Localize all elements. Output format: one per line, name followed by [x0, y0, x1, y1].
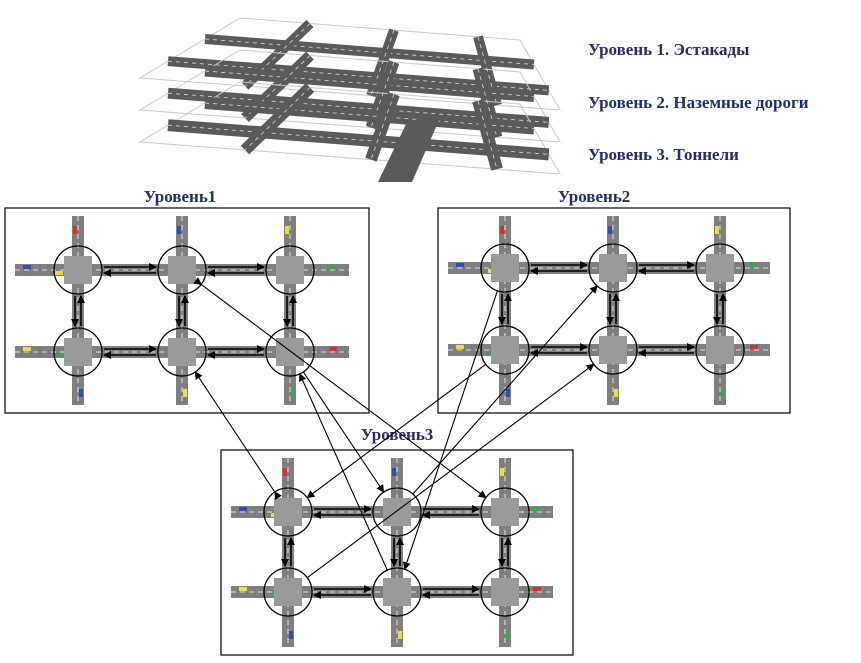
car-icon — [533, 507, 541, 511]
intersection-area — [274, 498, 302, 526]
intersection-circle-icon — [695, 243, 745, 293]
intersection-area — [383, 578, 411, 606]
car-icon — [398, 631, 402, 639]
intersection-area — [491, 254, 519, 282]
intersection-area — [491, 498, 519, 526]
intersection-circle-icon — [695, 325, 745, 375]
car-icon — [506, 389, 510, 397]
car-icon — [392, 468, 396, 476]
panel-level-1 — [4, 207, 370, 414]
intersection-area — [599, 336, 627, 364]
intersection-area — [274, 578, 302, 606]
intersection-area — [706, 254, 734, 282]
panel-title-level-1: Уровень1 — [144, 187, 217, 206]
car-icon — [79, 389, 83, 397]
perspective-lane-mark — [204, 38, 535, 65]
inter-level-arrow — [298, 373, 388, 571]
intersection-area — [599, 254, 627, 282]
intersection-circle-icon — [480, 567, 530, 617]
car-icon — [614, 389, 618, 397]
car-icon — [73, 226, 77, 234]
car-icon — [456, 345, 464, 349]
car-icon — [289, 631, 293, 639]
car-icon — [329, 265, 337, 269]
inter-level-arrow — [306, 363, 487, 499]
intersection-circle-icon — [588, 243, 638, 293]
perspective-road-ramp — [378, 118, 440, 182]
car-icon — [608, 226, 612, 234]
car-icon — [55, 271, 63, 275]
intersection-circle-icon — [372, 567, 422, 617]
car-icon — [291, 389, 295, 397]
car-icon — [285, 226, 289, 234]
car-icon — [239, 587, 247, 591]
car-icon — [55, 353, 63, 357]
intersection-circle-icon — [157, 245, 207, 295]
intersection-area — [706, 336, 734, 364]
intersection-area — [64, 256, 92, 284]
intersection-circle-icon — [263, 567, 313, 617]
panel-title-level-2: Уровень2 — [558, 187, 631, 206]
car-icon — [715, 226, 719, 234]
car-icon — [23, 265, 31, 269]
car-icon — [177, 226, 181, 234]
intersection-area — [383, 498, 411, 526]
legend-level-2: Уровень 2. Наземные дороги — [588, 93, 809, 112]
legend-level-1: Уровень 1. Эстакады — [588, 40, 749, 59]
intersection-circle-icon — [480, 243, 530, 293]
inter-level-arrow — [194, 371, 282, 501]
legend-level-3: Уровень 3. Тоннели — [588, 145, 739, 164]
intersection-circle-icon — [480, 487, 530, 537]
intersection-circle-icon — [588, 325, 638, 375]
plane-level-3 — [138, 81, 561, 175]
perspective-lane-mark — [244, 87, 311, 151]
intersection-area — [276, 338, 304, 366]
intersection-area — [168, 338, 196, 366]
intersection-area — [168, 256, 196, 284]
intersection-circle-icon — [53, 327, 103, 377]
inter-level-arrow — [302, 371, 385, 493]
car-icon — [183, 389, 187, 397]
intersection-area — [64, 338, 92, 366]
stacked-levels-illustration — [138, 17, 561, 182]
car-icon — [23, 347, 31, 351]
inter-level-links — [193, 276, 598, 579]
car-icon — [750, 263, 758, 267]
panel-level-2 — [437, 207, 791, 414]
car-icon — [329, 347, 337, 351]
car-icon — [533, 587, 541, 591]
car-icon — [721, 389, 725, 397]
car-icon — [750, 345, 758, 349]
inter-level-arrow — [412, 285, 598, 495]
car-icon — [500, 468, 504, 476]
car-icon — [239, 507, 247, 511]
car-icon — [506, 631, 510, 639]
car-icon — [456, 263, 464, 267]
inter-level-arrow — [403, 290, 498, 571]
intersection-area — [491, 336, 519, 364]
panel-title-level-3: Уровень3 — [361, 425, 434, 444]
intersection-circle-icon — [53, 245, 103, 295]
intersection-area — [491, 578, 519, 606]
inter-level-arrow — [193, 276, 487, 499]
car-icon — [500, 226, 504, 234]
inter-level-arrow — [306, 363, 595, 579]
panel-level-3 — [220, 449, 574, 656]
car-icon — [283, 468, 287, 476]
perspective-lane-mark — [477, 100, 498, 170]
perspective-lane-mark — [370, 93, 395, 160]
intersection-area — [276, 256, 304, 284]
